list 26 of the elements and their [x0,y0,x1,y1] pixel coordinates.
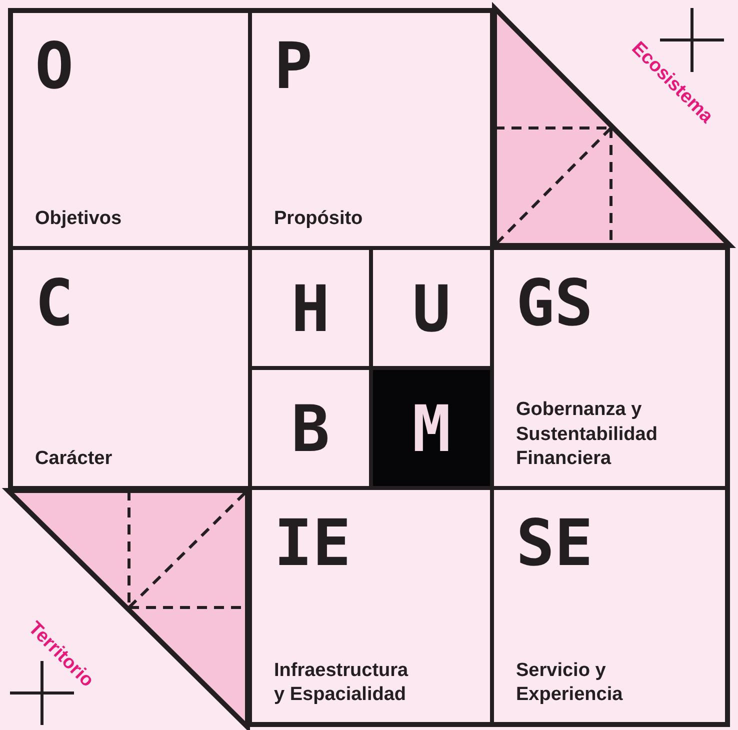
grid-cell [492,248,730,488]
letter-code: C [35,272,74,336]
grid-cell [250,248,371,368]
letter-code: SE [516,512,594,576]
grid-cell [250,488,492,727]
letter-code: M [411,398,452,462]
dark-tile [371,368,492,488]
grid-cell [250,368,371,488]
cell-label: Objetivos [35,207,123,232]
cell-label: Servicio y Experiencia [516,658,624,708]
letter-code: IE [274,512,352,576]
grid-cell [8,248,250,488]
letter-code: U [411,278,452,342]
cell-label: Infraestructura y Espacialidad [274,658,410,708]
grid-cell [371,248,492,368]
grid-cell [8,8,250,248]
letter-code: O [35,35,74,99]
cell-label: Gobernanza y Sustentabilidad Financiera [516,398,658,472]
grid-cell [492,488,730,727]
cell-label: Propósito [274,207,364,232]
letter-code: GS [516,272,594,336]
cell-label: Carácter [35,447,114,472]
letter-code: B [290,398,331,462]
letter-code: H [290,278,331,342]
grid-cell [250,8,492,248]
letter-code: P [274,35,313,99]
